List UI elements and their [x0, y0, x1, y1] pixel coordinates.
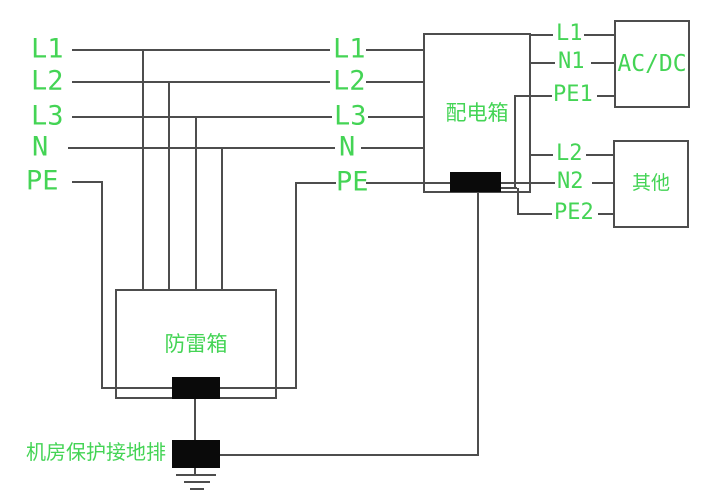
pe-mid-drop — [295, 182, 297, 389]
distribution-box: 配电箱 — [423, 33, 531, 193]
tap-l2-down — [168, 81, 170, 289]
wire-pe1-out-a — [516, 95, 552, 97]
wire-l1-to-panel — [366, 49, 424, 51]
wire-label-l2-out: L2 — [556, 141, 583, 166]
phase-label-mid-l2: L2 — [333, 65, 366, 97]
phase-label-left-pe: PE — [26, 165, 59, 197]
panel-pe-busbar — [450, 172, 501, 192]
pe1-riser — [514, 95, 516, 189]
surge-busbar — [172, 377, 220, 399]
wire-l3-to-panel — [368, 116, 424, 118]
phase-label-mid-l1: L1 — [333, 33, 366, 65]
pe-left-drop — [101, 181, 103, 389]
wire-label-pe1-out: PE1 — [553, 82, 593, 107]
pe-left-to-surge-busbar — [101, 387, 173, 389]
wire-label-l1-out: L1 — [556, 21, 583, 46]
other-loads-box-label: 其他 — [631, 172, 670, 195]
wire-n1-out-a — [531, 62, 555, 64]
wire-pe1-out-b — [597, 95, 615, 97]
ground-bar-label: 机房保护接地排 — [26, 440, 166, 464]
wire-l2-to-panel — [366, 81, 424, 83]
phase-label-left-l1: L1 — [31, 33, 64, 65]
wire-n1-out-b — [591, 62, 615, 64]
tap-l1-down — [142, 49, 144, 289]
wire-n-to-panel — [361, 147, 424, 149]
surge-busbar-earth-drop — [194, 399, 196, 440]
pe2-drop — [517, 188, 519, 215]
phase-label-left-l3: L3 — [31, 100, 64, 132]
wire-l2-out-a — [531, 154, 553, 156]
acdc-box-label: AC/DC — [617, 50, 687, 77]
wire-label-n1-out: N1 — [558, 49, 585, 74]
wire-pe-left-stub — [72, 181, 102, 183]
wire-label-pe2-out: PE2 — [554, 200, 594, 225]
pe-mid-to-surge-busbar — [220, 387, 297, 389]
phase-label-left-n: N — [32, 131, 49, 163]
tap-l3-down — [195, 116, 197, 289]
acdc-box: AC/DC — [614, 20, 690, 108]
phase-label-left-l2: L2 — [31, 65, 64, 97]
phase-label-mid-l3: L3 — [334, 100, 367, 132]
wire-l1-left — [72, 49, 330, 51]
distribution-box-label: 配电箱 — [445, 100, 509, 125]
wire-pe-mid-to-busbar — [366, 182, 451, 184]
wire-pe2-out-b — [598, 213, 615, 215]
wire-label-n2-out: N2 — [557, 169, 584, 194]
other-loads-box: 其他 — [613, 140, 689, 228]
surge-protector-box-label: 防雷箱 — [164, 331, 228, 356]
wire-l2-out-b — [586, 154, 615, 156]
wire-pe2-out-a — [518, 213, 552, 215]
earth-busbar-to-panel-wire — [220, 454, 479, 456]
wire-pe-mid-left — [296, 182, 336, 184]
phase-label-mid-n: N — [339, 131, 356, 163]
wire-l1-out-a — [531, 34, 553, 36]
busbar-riser-connector — [501, 187, 517, 189]
wire-n-left — [68, 147, 335, 149]
tap-n-down — [221, 147, 223, 289]
wire-n2-out-a — [501, 182, 555, 184]
earth-busbar — [172, 440, 220, 468]
phase-label-mid-pe: PE — [336, 166, 369, 198]
wire-l1-out-b — [584, 34, 615, 36]
wire-n2-out-b — [592, 182, 615, 184]
wire-l3-left — [72, 116, 332, 118]
panel-busbar-earth-riser — [477, 192, 479, 456]
wire-l2-left — [72, 81, 330, 83]
